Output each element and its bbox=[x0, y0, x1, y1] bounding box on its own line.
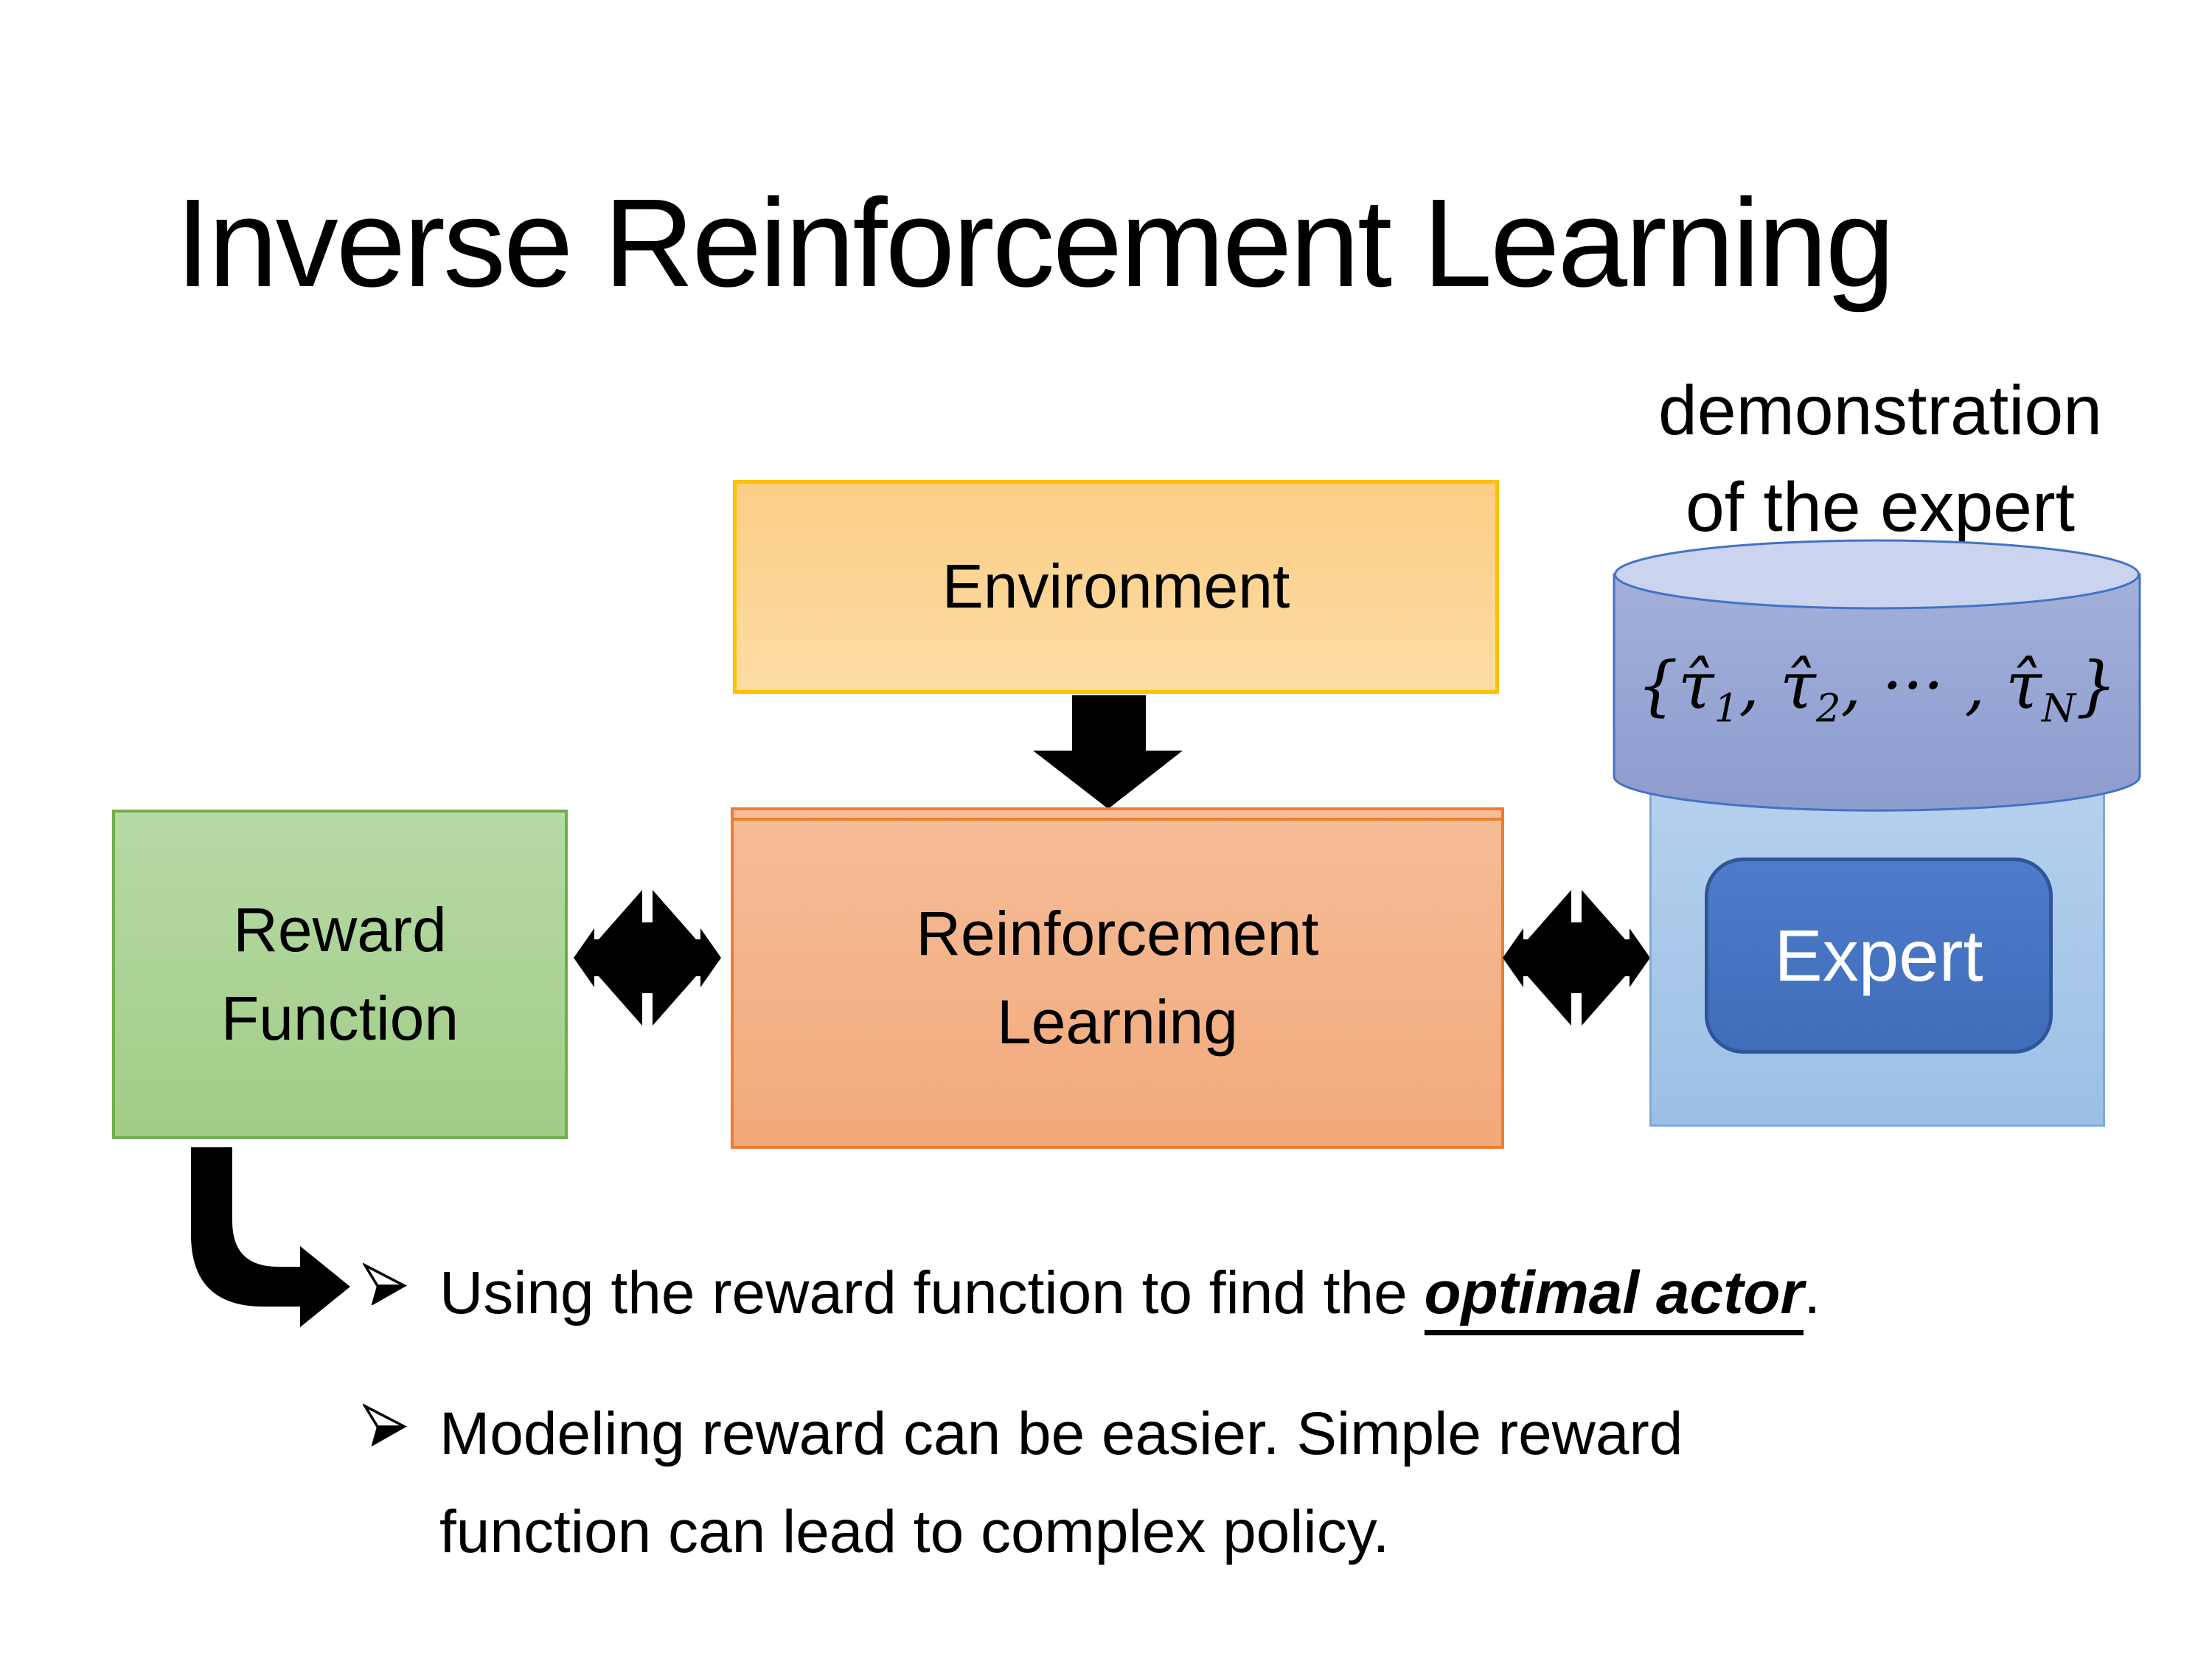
reward-function-box: Reward Function bbox=[112, 810, 568, 1139]
bullet-text: Using the reward function to find the op… bbox=[439, 1245, 1820, 1343]
demonstration-annotation: demonstration of the expert bbox=[1585, 363, 2175, 556]
bullet-text: Modeling reward can be easier. Simple re… bbox=[439, 1399, 1683, 1565]
environment-box: Environment bbox=[733, 480, 1499, 694]
rl-box-inner-line bbox=[732, 818, 1503, 821]
trajectory-set-formula: {τ̂1, τ̂2, ··· , τ̂N} bbox=[1636, 647, 2118, 731]
optimal-actor-emphasis: optimal actor bbox=[1424, 1259, 1804, 1335]
bullet-arrowhead-icon bbox=[363, 1403, 407, 1446]
reinforcement-learning-box: Reinforcement Learning bbox=[731, 807, 1504, 1149]
bullet-list: Using the reward function to find the op… bbox=[363, 1245, 2059, 1624]
environment-label: Environment bbox=[942, 552, 1290, 622]
page-title: Inverse Reinforcement Learning bbox=[175, 173, 1895, 313]
reward-function-label: Reward Function bbox=[220, 895, 459, 1053]
database-cylinder-icon bbox=[1613, 539, 2141, 812]
bullet-item-modeling-reward: Modeling reward can be easier. Simple re… bbox=[363, 1385, 2059, 1582]
reinforcement-learning-label: Reinforcement Learning bbox=[916, 899, 1319, 1057]
down-arrow-icon bbox=[1033, 695, 1183, 809]
double-arrow-left-icon bbox=[574, 882, 721, 1034]
double-arrow-right-icon bbox=[1503, 882, 1650, 1034]
bent-arrow-icon bbox=[191, 1147, 350, 1327]
expert-box: Expert bbox=[1705, 858, 2053, 1054]
expert-label: Expert bbox=[1774, 914, 1983, 996]
demonstration-annotation-line2: of the expert bbox=[1685, 468, 2076, 547]
demonstration-annotation-line1: demonstration bbox=[1658, 372, 2102, 450]
bullet-arrowhead-icon bbox=[363, 1262, 407, 1305]
bullet-item-optimal-actor: Using the reward function to find the op… bbox=[363, 1245, 2059, 1343]
